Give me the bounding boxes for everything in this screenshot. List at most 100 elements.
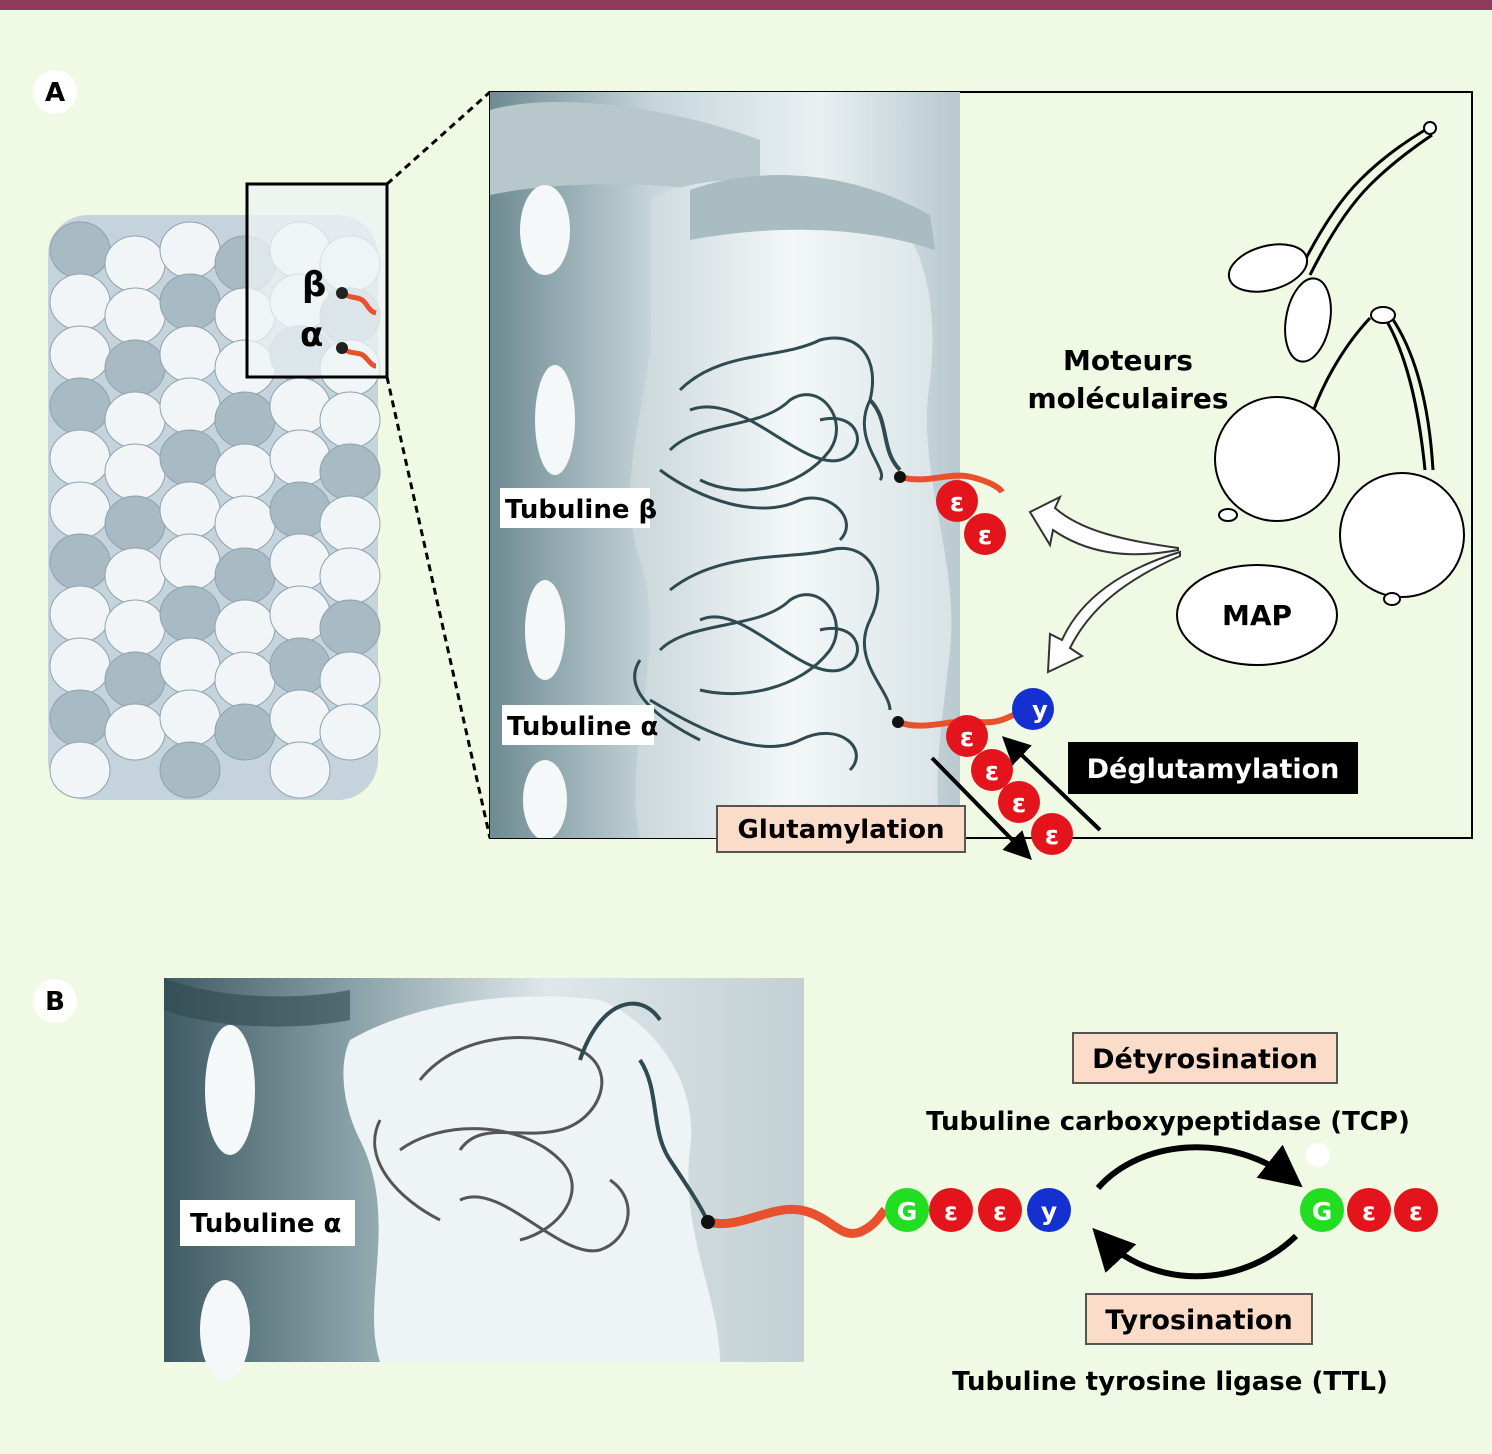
tubulin-subunit	[159, 481, 221, 539]
glutamylation-arrow	[930, 756, 1032, 861]
tubulin-subunit	[214, 495, 276, 553]
tubulin-subunit	[159, 325, 221, 383]
tubulin-subunit	[214, 599, 276, 657]
dynein-motor-drawing	[1214, 306, 1465, 606]
interaction-arrow-lower	[1046, 550, 1181, 674]
glu-bead	[998, 781, 1040, 823]
released-tyr-ghost	[1306, 1143, 1330, 1167]
tubulin-subunit	[49, 325, 111, 383]
tyr-bead	[1027, 1188, 1071, 1232]
tubulin-subunit	[269, 741, 331, 799]
tcp-label: Tubuline carboxypeptidase (TCP)	[926, 1107, 1410, 1137]
tyrosinated-chain: G ε ε y	[885, 1188, 1071, 1232]
tubulin-subunit	[104, 703, 166, 761]
tubulin-subunit	[159, 377, 221, 435]
beta-tail	[340, 290, 377, 316]
b-tubulin-alpha-label-box	[180, 1200, 355, 1246]
tubulin-subunit	[319, 599, 381, 657]
panel-b-label: B	[45, 987, 65, 1017]
svg-text:ε: ε	[1362, 1197, 1376, 1226]
alpha-tail-node	[336, 342, 348, 354]
detyrosination-box	[1072, 1032, 1338, 1084]
svg-text:ε: ε	[1012, 789, 1026, 819]
tubulin-subunit	[104, 287, 166, 345]
tubulin-subunit	[104, 599, 166, 657]
svg-text:G: G	[1312, 1197, 1333, 1226]
tubulin-subunit	[159, 273, 221, 331]
tubulin-beta-label-box	[500, 488, 650, 528]
detyrosination-arrow	[1095, 1144, 1303, 1190]
tubulin-subunit	[159, 585, 221, 643]
tubulin-subunit	[104, 547, 166, 605]
detyrosinated-chain: G ε ε	[1300, 1143, 1438, 1232]
tubulin-subunit	[214, 651, 276, 709]
top-bar	[0, 0, 1492, 10]
kinesin-motor-drawing	[1227, 121, 1437, 363]
gly-bead	[1300, 1188, 1344, 1232]
tubulin-subunit	[159, 741, 221, 799]
detyrosination-label: Détyrosination	[1092, 1044, 1318, 1075]
svg-text:ε: ε	[950, 488, 964, 518]
svg-text:ε: ε	[985, 757, 999, 787]
svg-text:ε: ε	[960, 723, 974, 753]
panel-b-structure	[164, 978, 804, 1380]
tubulin-beta-structure	[659, 336, 902, 542]
tubulin-subunit	[214, 703, 276, 761]
glu-bead	[1031, 813, 1073, 855]
tyrosination-arrow	[1092, 1227, 1299, 1280]
alpha-symbol: α	[300, 315, 323, 355]
zoom-connector-bottom	[385, 376, 492, 839]
panel-b-protein-ribbons	[373, 1001, 710, 1253]
tubulin-subunit	[159, 221, 221, 279]
tubulin-subunit	[104, 391, 166, 449]
zoom-box	[245, 182, 389, 379]
beta-c-tail	[899, 472, 1005, 494]
glu-bead	[964, 513, 1006, 555]
glu-bead	[978, 1188, 1022, 1232]
alpha-tail	[340, 345, 377, 369]
tubulin-subunit	[49, 533, 111, 591]
deglutamylation-label: Déglutamylation	[1087, 754, 1340, 785]
deglutamylation-arrow	[1001, 736, 1102, 832]
tubulin-subunit	[104, 651, 166, 709]
zoom-connector-top	[386, 90, 491, 186]
b-c-tail	[706, 1204, 889, 1239]
svg-text:G: G	[897, 1197, 918, 1226]
svg-text:ε: ε	[1045, 821, 1059, 851]
beta-symbol: β	[302, 265, 326, 305]
tubulin-subunit	[214, 443, 276, 501]
tubulin-subunit	[319, 703, 381, 761]
svg-text:y: y	[1041, 1197, 1057, 1226]
tubulin-subunit	[49, 637, 111, 695]
tubulin-subunit	[104, 495, 166, 553]
tubulin-subunit	[49, 741, 111, 799]
tyrosination-label: Tyrosination	[1105, 1305, 1292, 1336]
tubulin-subunit	[319, 495, 381, 553]
tubulin-alpha-structure	[633, 547, 892, 772]
panel-b-badge	[33, 979, 77, 1023]
glu-bead	[1347, 1188, 1391, 1232]
tubulin-subunit	[49, 273, 111, 331]
b-c-tail-node	[701, 1215, 715, 1229]
beta-glu-beads: ε ε	[936, 480, 1006, 555]
tyrosination-box	[1085, 1293, 1313, 1345]
glu-bead	[936, 480, 978, 522]
svg-text:ε: ε	[1409, 1197, 1423, 1226]
tubulin-subunit	[319, 547, 381, 605]
deglutamylation-box	[1068, 742, 1358, 794]
b-tubulin-alpha-label: Tubuline α	[190, 1209, 341, 1239]
panel-a-label: A	[45, 78, 65, 108]
panel-a-badge	[33, 70, 77, 114]
interaction-arrow-upper	[1028, 494, 1179, 556]
motors-label-line2: moléculaires	[1027, 382, 1228, 415]
motors-label-line1: Moteurs	[1063, 344, 1193, 377]
tubulin-beta-label: Tubuline β	[505, 495, 657, 525]
beta-tail-node	[336, 287, 348, 299]
tyr-bead-label: y	[1032, 696, 1048, 724]
tubulin-subunit	[214, 547, 276, 605]
svg-text:ε: ε	[944, 1197, 958, 1226]
tubulin-subunit	[319, 651, 381, 709]
tubulin-alpha-label-box	[502, 705, 654, 745]
tubulin-subunit	[104, 235, 166, 293]
